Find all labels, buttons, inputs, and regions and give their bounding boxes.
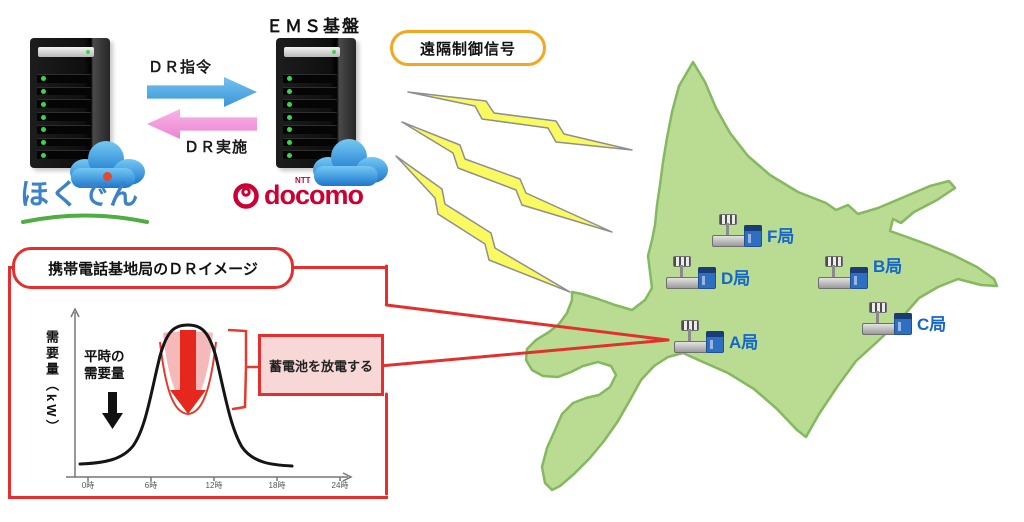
base-station-icon: [862, 302, 914, 335]
discharge-arrow-icon: [170, 330, 206, 414]
base-station-icon: [712, 214, 764, 247]
cd-drive-slot: [284, 47, 340, 57]
cloud-icon: [313, 139, 388, 186]
ems-server-label: ＥＭＳ基盤: [266, 17, 361, 36]
dr-image-title-bubble: 携帯電話基地局のＤＲイメージ: [12, 247, 294, 289]
discharge-annotation-box: 蓄電池を放電する: [258, 334, 384, 396]
baseline-arrow-icon: [102, 392, 123, 429]
station-d: D局: [666, 256, 750, 289]
station-label: F局: [767, 227, 795, 246]
battery-icon: [698, 267, 716, 289]
chart-axes: [66, 307, 353, 482]
demand-chart: [66, 307, 353, 482]
annotation-bracket: [227, 328, 260, 411]
bolt-icon: [401, 121, 613, 233]
chart-y-axis-label: 需要量（kW）: [44, 330, 59, 436]
base-station-icon: [674, 320, 726, 353]
station-a: A局: [674, 320, 758, 353]
remote-signal-bubble: 遠隔制御信号: [390, 30, 546, 66]
hokkaido-map: [524, 60, 999, 492]
hokuden-logo-dot: [103, 172, 112, 181]
battery-icon: [706, 331, 724, 353]
station-c: C局: [862, 302, 946, 335]
docomo-mark-icon: [233, 182, 259, 209]
station-label: B局: [873, 257, 903, 276]
ntt-logo-text: NTT: [295, 176, 311, 185]
battery-icon: [850, 267, 868, 289]
station-label: D局: [721, 269, 751, 288]
hokuden-logo: ほくでん: [20, 179, 140, 211]
dr-command-label: ＤＲ指令: [148, 59, 213, 76]
hokuden-logo-swoosh: [21, 213, 149, 224]
base-station-icon: [666, 256, 718, 289]
callout-wedge: [378, 264, 670, 496]
x-tick-24h: 24時: [331, 481, 349, 490]
bolt-icon: [395, 155, 571, 293]
x-tick-6h: 6時: [144, 481, 158, 490]
signal-bolt-icons: [395, 91, 633, 293]
x-tick-0h: 0時: [81, 481, 95, 490]
battery-icon: [744, 225, 762, 247]
battery-icon: [894, 313, 912, 335]
x-tick-12h: 12時: [205, 481, 223, 490]
station-b: B局: [818, 252, 902, 289]
demand-curve: [78, 323, 294, 468]
drive-bays: [283, 74, 337, 160]
base-station-icon: [818, 256, 870, 289]
docomo-logo-text: docomo: [264, 180, 364, 210]
docomo-logo: docomo NTT: [231, 176, 364, 211]
bolt-icon: [407, 91, 633, 151]
dr-execute-label: ＤＲ実施: [184, 139, 249, 156]
baseline-demand-label: 平時の 需要量: [84, 349, 125, 381]
hokuden-server-tower: [30, 38, 110, 168]
x-tick-18h: 18時: [268, 481, 286, 490]
station-label: C局: [917, 315, 947, 334]
cd-drive-slot: [38, 47, 94, 57]
station-label: A局: [729, 333, 759, 352]
station-f: F局: [712, 214, 794, 247]
drive-bays: [37, 74, 91, 160]
